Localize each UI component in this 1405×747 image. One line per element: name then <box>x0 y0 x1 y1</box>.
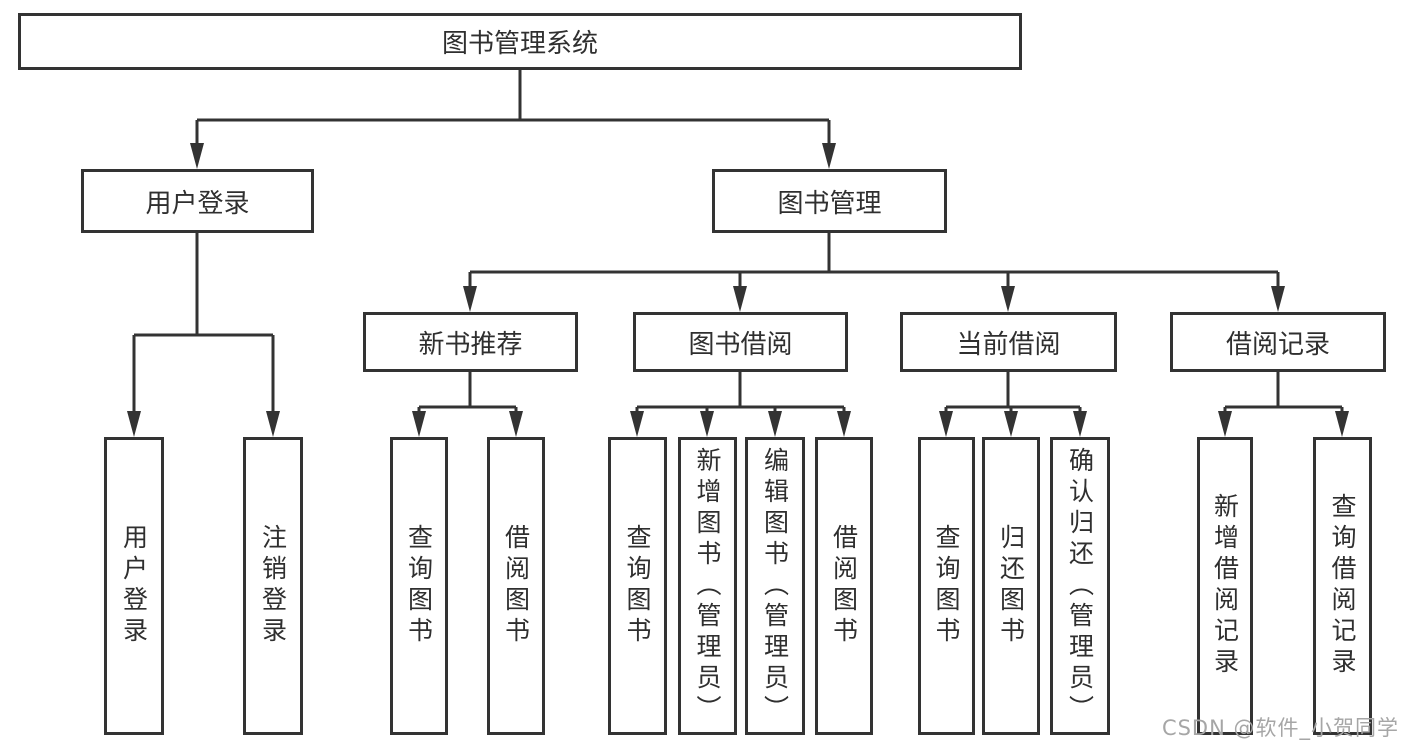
leaf-label: 查询图书 <box>932 524 961 648</box>
leaf-query-books-borrowing: 查询图书 <box>608 437 667 735</box>
leaf-label: 借阅图书 <box>501 524 531 648</box>
node-borrowing-records: 借阅记录 <box>1170 312 1386 372</box>
leaf-label: 注销登录 <box>258 524 288 648</box>
node-label: 新书推荐 <box>418 329 523 360</box>
node-label: 图书管理 <box>777 188 882 219</box>
leaf-return-book: 归还图书 <box>982 437 1040 735</box>
node-label: 图书借阅 <box>688 329 793 360</box>
leaf-label: 查询图书 <box>404 524 434 648</box>
connector-wires <box>132 70 1344 413</box>
node-book-borrowing: 图书借阅 <box>633 312 848 372</box>
leaf-label: 查询图书 <box>623 524 652 648</box>
leaf-query-borrow-record: 查询借阅记录 <box>1313 437 1372 735</box>
arrowhead-icons <box>127 143 1349 437</box>
leaf-label: 确认归还（管理员） <box>1065 446 1095 726</box>
leaf-edit-book-admin: 编辑图书（管理员） <box>745 437 805 735</box>
leaf-borrow-books-borrowing: 借阅图书 <box>815 437 873 735</box>
leaf-label: 用户登录 <box>119 524 149 648</box>
leaf-label: 新增图书（管理员） <box>693 446 722 726</box>
node-library-system: 图书管理系统 <box>18 13 1022 70</box>
leaf-borrow-books-recommend: 借阅图书 <box>487 437 545 735</box>
node-user-login: 用户登录 <box>81 169 314 233</box>
leaf-add-book-admin: 新增图书（管理员） <box>678 437 737 735</box>
leaf-logout: 注销登录 <box>243 437 303 735</box>
node-label: 用户登录 <box>145 188 250 219</box>
leaf-query-books-current: 查询图书 <box>918 437 975 735</box>
watermark: CSDN @软件_小贺同学 <box>1161 716 1399 740</box>
leaf-label: 归还图书 <box>996 524 1026 648</box>
node-label: 图书管理系统 <box>441 29 598 59</box>
leaf-user-login: 用户登录 <box>104 437 164 735</box>
node-label: 借阅记录 <box>1225 329 1330 360</box>
leaf-label: 新增借阅记录 <box>1210 493 1240 679</box>
leaf-confirm-return-admin: 确认归还（管理员） <box>1050 437 1110 735</box>
leaf-label: 查询借阅记录 <box>1328 493 1357 679</box>
leaf-label: 编辑图书（管理员） <box>760 446 790 726</box>
leaf-query-books-recommend: 查询图书 <box>390 437 448 735</box>
node-book-management: 图书管理 <box>712 169 947 233</box>
node-current-borrowing: 当前借阅 <box>900 312 1117 372</box>
leaf-label: 借阅图书 <box>829 524 859 648</box>
leaf-add-borrow-record: 新增借阅记录 <box>1197 437 1253 735</box>
node-label: 当前借阅 <box>956 329 1061 360</box>
node-new-book-recommendation: 新书推荐 <box>363 312 578 372</box>
